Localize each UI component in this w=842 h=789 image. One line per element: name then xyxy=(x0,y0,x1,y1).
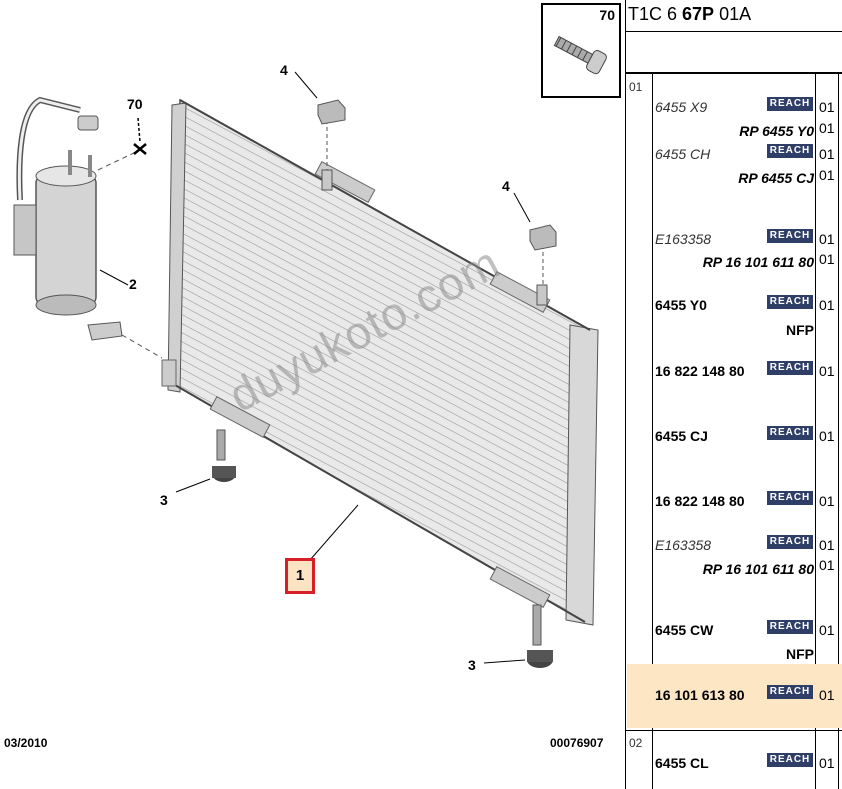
reach-badge: REACH xyxy=(767,295,813,309)
condenser-radiator[interactable] xyxy=(161,98,599,626)
reach-badge: REACH xyxy=(767,229,813,243)
part-number[interactable]: 16 822 148 80 xyxy=(655,363,745,379)
part-number[interactable]: 6455 CH xyxy=(655,146,711,162)
part-number[interactable]: 6455 Y0 xyxy=(655,297,707,313)
part-number[interactable]: E163358 xyxy=(655,231,712,247)
screw-icon xyxy=(553,35,607,75)
part-number[interactable]: 6455 CJ xyxy=(655,428,708,444)
qty-col-line xyxy=(815,73,816,789)
diagram-date: 03/2010 xyxy=(4,736,48,750)
part-qty: 01 xyxy=(819,687,835,703)
part-number[interactable]: 16 822 148 80 xyxy=(655,493,745,509)
diagram-code: 00076907 xyxy=(550,736,604,750)
callout-70[interactable]: 70 xyxy=(127,96,143,112)
reach-badge: REACH xyxy=(767,361,813,375)
part-qty: 01 xyxy=(819,537,835,553)
callout-4-upper[interactable]: 4 xyxy=(280,62,288,78)
parts-diagram: 70 4 4 2 3 3 1 duyukoto.com 70 03/2010 0… xyxy=(4,3,621,750)
reference-header: T1C 6 67P 01A xyxy=(628,4,751,25)
part-number[interactable]: 6455 X9 xyxy=(655,99,708,115)
reach-badge: REACH xyxy=(767,535,813,549)
reach-badge: REACH xyxy=(767,491,813,505)
part-qty: 01 xyxy=(819,755,835,771)
replacement-part[interactable]: RP 6455 CJ xyxy=(738,170,814,186)
panel-border-left xyxy=(625,0,626,789)
diagram-drawing xyxy=(13,71,599,668)
part-number[interactable]: 6455 CW xyxy=(655,622,714,638)
part-qty: 01 xyxy=(819,297,835,313)
part-qty: 01 xyxy=(819,146,835,162)
part-number[interactable]: 6455 CL xyxy=(655,755,709,771)
upper-rubber-mount-right[interactable] xyxy=(529,224,557,306)
dehydrator-bottle[interactable] xyxy=(13,96,163,359)
replacement-note: NFP xyxy=(786,646,814,662)
replacement-part[interactable]: RP 6455 Y0 xyxy=(739,123,814,139)
replacement-qty: 01 xyxy=(819,167,835,183)
parts-list-panel: T1C 6 67P 01A 01 02 6455 X9 REACH 01 RP … xyxy=(625,0,842,789)
replacement-qty: 01 xyxy=(819,120,835,136)
upper-rubber-mount[interactable] xyxy=(317,99,346,191)
screw-thumbnail[interactable]: 70 xyxy=(541,3,621,98)
reach-badge: REACH xyxy=(767,426,813,440)
part-qty: 01 xyxy=(819,622,835,638)
reach-badge: REACH xyxy=(767,97,813,111)
part-qty: 01 xyxy=(819,493,835,509)
replacement-note: NFP xyxy=(786,322,814,338)
callout-3-right[interactable]: 3 xyxy=(468,657,476,673)
group-divider xyxy=(625,730,842,731)
group-col-line xyxy=(652,73,653,789)
header-divider xyxy=(625,31,842,32)
reach-badge: REACH xyxy=(767,144,813,158)
group-number: 01 xyxy=(629,80,643,94)
part-number[interactable]: E163358 xyxy=(655,537,712,553)
ref-bold: 67P xyxy=(682,4,715,24)
group-number: 02 xyxy=(629,736,643,750)
screw-marker-icon xyxy=(133,117,147,155)
header-divider-2 xyxy=(625,72,842,74)
ref-suffix: 01A xyxy=(714,4,752,24)
part-qty: 01 xyxy=(819,231,835,247)
part-number[interactable]: 16 101 613 80 xyxy=(655,687,745,703)
callout-1-highlighted[interactable]: 1 xyxy=(285,558,315,594)
lower-rubber-mount-left[interactable] xyxy=(212,429,236,482)
callout-2[interactable]: 2 xyxy=(129,276,137,292)
thumbnail-number: 70 xyxy=(599,7,615,23)
ref-prefix: T1C 6 xyxy=(628,4,683,24)
replacement-part[interactable]: RP 16 101 611 80 xyxy=(702,254,814,270)
part-qty: 01 xyxy=(819,363,835,379)
reach-badge: REACH xyxy=(767,685,813,699)
callout-4-right[interactable]: 4 xyxy=(502,178,510,194)
callout-3-left[interactable]: 3 xyxy=(160,492,168,508)
replacement-qty: 01 xyxy=(819,251,835,267)
lower-rubber-mount-right[interactable] xyxy=(527,604,553,668)
replacement-qty: 01 xyxy=(819,557,835,573)
reach-badge: REACH xyxy=(767,753,813,767)
replacement-part[interactable]: RP 16 101 611 80 xyxy=(702,561,814,577)
part-qty: 01 xyxy=(819,99,835,115)
reach-badge: REACH xyxy=(767,620,813,634)
panel-border-right xyxy=(838,73,839,789)
leader-lines xyxy=(99,71,531,664)
part-qty: 01 xyxy=(819,428,835,444)
